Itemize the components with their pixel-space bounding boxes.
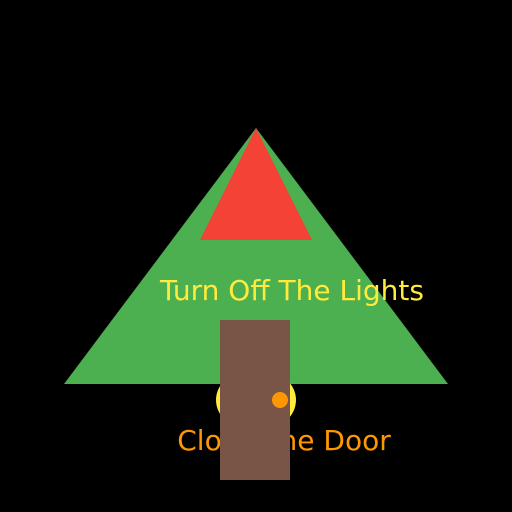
red-triangle-shape	[200, 128, 312, 240]
door-knob-shape[interactable]	[272, 392, 288, 408]
lights-label[interactable]: Turn Off The Lights	[159, 274, 424, 307]
green-triangle-shape	[64, 128, 448, 384]
